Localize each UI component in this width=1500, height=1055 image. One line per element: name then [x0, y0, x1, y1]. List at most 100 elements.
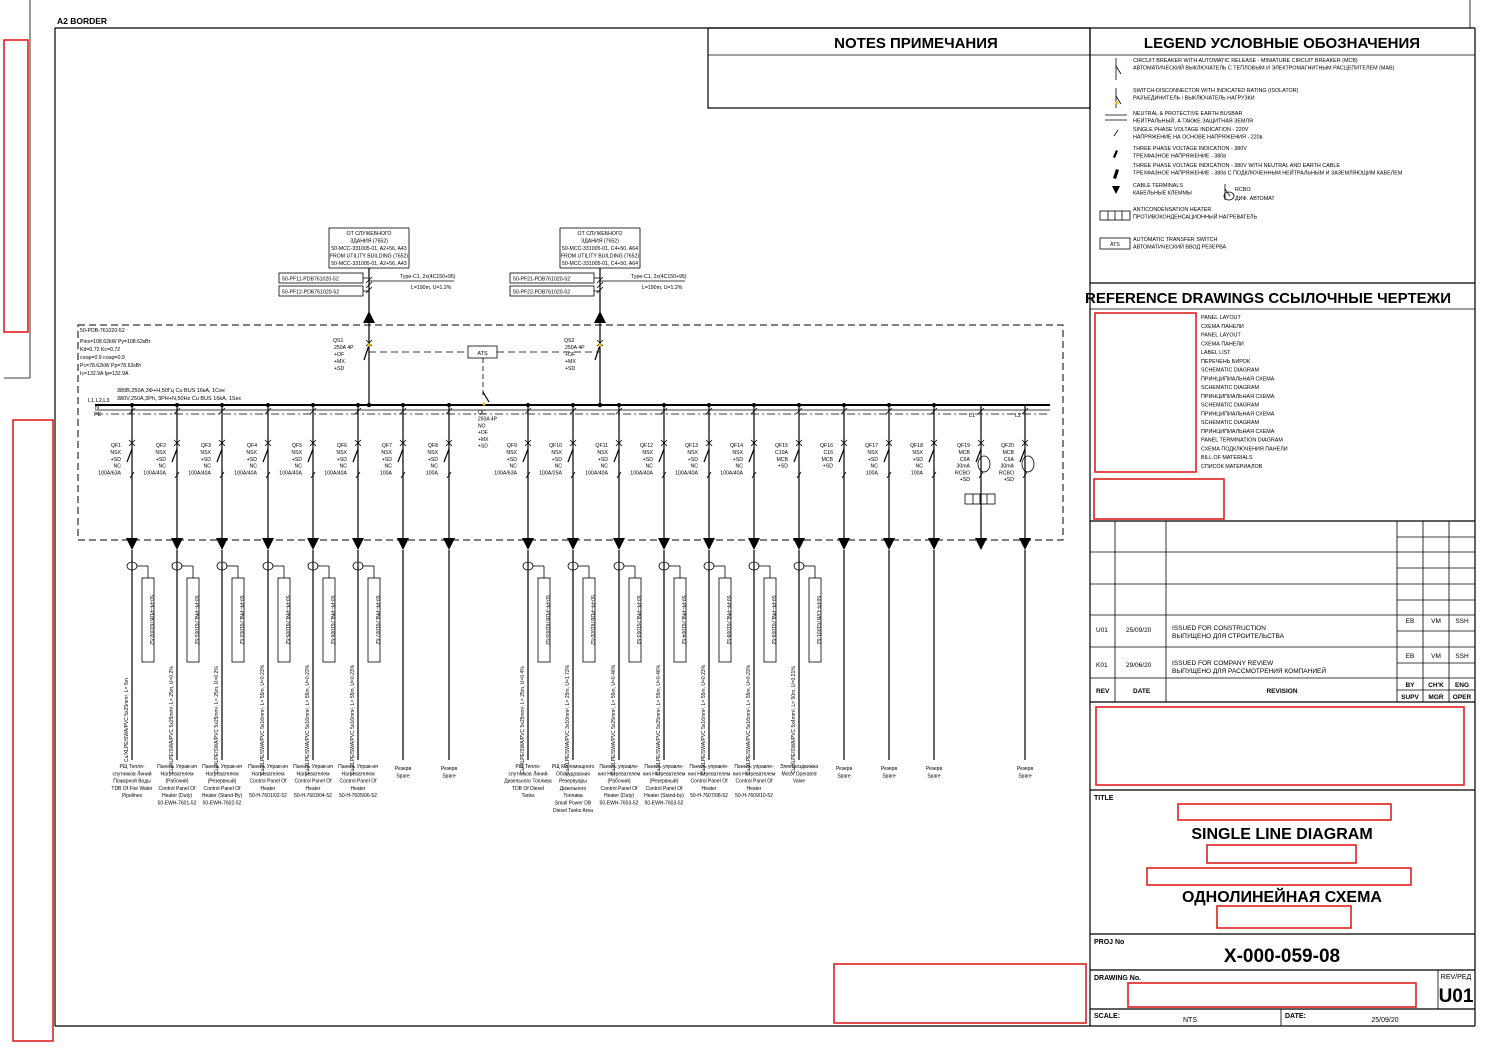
qc-contact-icon: [482, 391, 490, 403]
breaker-rating: NC: [646, 464, 654, 470]
load-description: Spare: [882, 773, 896, 779]
breaker-rating: C16: [823, 450, 833, 456]
phase-mark-icon: [978, 471, 984, 479]
breaker-rating: +SD: [643, 457, 653, 463]
breaker-rating: 30mA: [956, 464, 970, 470]
load-description: 50-H-7603/04-52: [294, 793, 332, 799]
breaker-rating: +SD: [507, 457, 517, 463]
title-block: TITLE SINGLE LINE DIAGRAM ОДНОЛИНЕЙНАЯ С…: [1090, 789, 1475, 1026]
breaker-rating: NSX: [506, 450, 517, 456]
reference-item: ПРИНЦИПИАЛЬНАЯ СХЕМА: [1201, 411, 1275, 417]
header-by: BY: [1405, 682, 1415, 689]
qs1-bus-node: [366, 402, 372, 408]
breaker-rating: NC: [510, 464, 518, 470]
cable-terminal-icon: [748, 538, 760, 550]
load-description: Панель Управ-ия: [248, 764, 288, 770]
cable-terminal-icon: [703, 538, 715, 550]
feeder1-source-text: ЗДАНИЯ (7652): [350, 239, 388, 245]
drawing-no-label: DRAWING No.: [1094, 975, 1141, 982]
breaker-rating: NC: [736, 464, 744, 470]
qs2-contact-icon: [594, 344, 601, 361]
load-description: Нагревателем: [296, 771, 330, 777]
breaker-rating: NC: [431, 464, 439, 470]
panel-info: Pc=78.62kW Pp=78.62кВт: [80, 363, 142, 369]
feeder-circuit: QF3NSX+SDNC100A/40A50-PF-PNL761002-52Cu/…: [188, 403, 245, 807]
revision-checked: VM: [1431, 618, 1441, 625]
breaker-rating: +SD: [778, 464, 788, 470]
load-description: Heater: [260, 786, 275, 792]
breaker-contact-icon: [928, 448, 935, 463]
cable-spec: Cu/XLPE/SWA/PVC 5x25mm², L= 25m, U=0.4%: [520, 666, 526, 774]
qc-label: 250A 4P: [478, 417, 498, 423]
cable-spec: Cu/XLPE/SWA/PVC 5x25mm², L= 5m: [124, 678, 130, 762]
breaker-rating: 100A/63A: [98, 470, 121, 476]
bus-phases-label: L1,L2,L3: [88, 398, 109, 404]
load-description: Панель Управ-ия: [157, 764, 197, 770]
legend-item-label: ПРОТИВОКОНДЕНСАЦИОННЫЙ НАГРЕВАТЕЛЬ: [1133, 213, 1258, 221]
feeder-circuit: QF4NSX+SDNC100A/40A50-PF-PNL761005-52Cu/…: [234, 403, 291, 799]
load-description: 50-EWH-7601-52: [158, 801, 197, 807]
reference-item: PANEL LAYOUT: [1201, 333, 1241, 339]
breaker-symbol-icon: [1115, 65, 1122, 75]
load-description: Spare: [1018, 773, 1032, 779]
load-description: Heater: [350, 786, 365, 792]
breaker-rating: NSX: [381, 450, 392, 456]
breaker-trip-icon: [840, 439, 848, 447]
feeder-circuit: QF6NSX+SDNC100A/40A50-PF-PNL761007-52Cu/…: [324, 403, 381, 799]
load-description: Heater: [746, 786, 761, 792]
load-description: 50-EWH-7603-52: [645, 801, 684, 807]
feeder2-source-text: ЗДАНИЯ (7652): [581, 239, 619, 245]
breaker-rating: NSX: [732, 450, 743, 456]
breaker-id: QF2: [156, 443, 166, 449]
breaker-trip-icon: [218, 439, 226, 447]
reference-item: СХЕМА ПАНЕЛИ: [1201, 341, 1244, 347]
panel-info: Kd=0.72 Kc=0.72: [80, 347, 120, 353]
breaker-id: QF18: [910, 443, 923, 449]
breaker-rating: 100A/40A: [324, 470, 347, 476]
revision-number: U01: [1096, 627, 1108, 634]
legend-item-label: ANTICONDENSATION HEATER: [1133, 207, 1211, 213]
cable-terminal-icon: [567, 538, 579, 550]
load-description: ния Нагревателем: [733, 771, 776, 777]
isolator-symbol-icon: [1115, 95, 1122, 105]
cable-terminal-icon: [216, 538, 228, 550]
breaker-rating: NC: [601, 464, 609, 470]
load-description: Резерв: [1017, 766, 1034, 772]
breaker-contact-icon: [975, 448, 982, 463]
breaker-rating: +SD: [428, 457, 438, 463]
ats-symbol-icon: [1099, 237, 1131, 250]
breaker-rating: 100A/40A: [279, 470, 302, 476]
load-description: Оборудования: [556, 771, 590, 777]
feeder2-source-text: FROM UTILITY BUILDING (7652): [561, 254, 640, 260]
breaker-contact-icon: [703, 448, 710, 463]
phase-mark-icon: [841, 471, 847, 479]
qs1-label: +MX: [334, 359, 345, 365]
panel-info: cosφ=0.9 cosφ=0.9: [80, 355, 125, 361]
phase-mark-icon: [310, 471, 316, 479]
redaction-box: [1216, 905, 1352, 929]
proj-label: PROJ No: [1094, 939, 1124, 946]
breaker-rating: C6A: [960, 457, 971, 463]
cable-terminal-icon: [838, 538, 850, 550]
breaker-contact-icon: [262, 448, 269, 463]
load-description: Control Panel Of: [646, 786, 684, 792]
breaker-rating: NSX: [291, 450, 302, 456]
breaker-rating: NSX: [867, 450, 878, 456]
qc-label: +MX: [478, 437, 489, 443]
ats-label: ATS: [477, 351, 488, 357]
legend-item-label: CABLE TERMINALS: [1133, 183, 1183, 189]
breaker-contact-icon: [838, 448, 845, 463]
breaker-contact-icon: [443, 448, 450, 463]
cable-terminal-icon: [928, 538, 940, 550]
cable-tag: 50-PF-PDB761003-52: [544, 595, 550, 645]
breaker-trip-icon: [750, 439, 758, 447]
load-description: ния Нагревателем: [688, 771, 731, 777]
breaker-rating: NC: [691, 464, 699, 470]
cable-tag-box: [808, 577, 822, 663]
reference-item: СХЕМА ПАНЕЛИ: [1201, 324, 1244, 330]
load-description: Резервуары: [559, 779, 587, 785]
panel-enclosure: [77, 324, 1064, 541]
load-description: Heater: [305, 786, 320, 792]
feeder-circuit: QF15C10AMCB+SD50-PF-LVB761001-52Cu/XLPE/…: [775, 403, 822, 785]
